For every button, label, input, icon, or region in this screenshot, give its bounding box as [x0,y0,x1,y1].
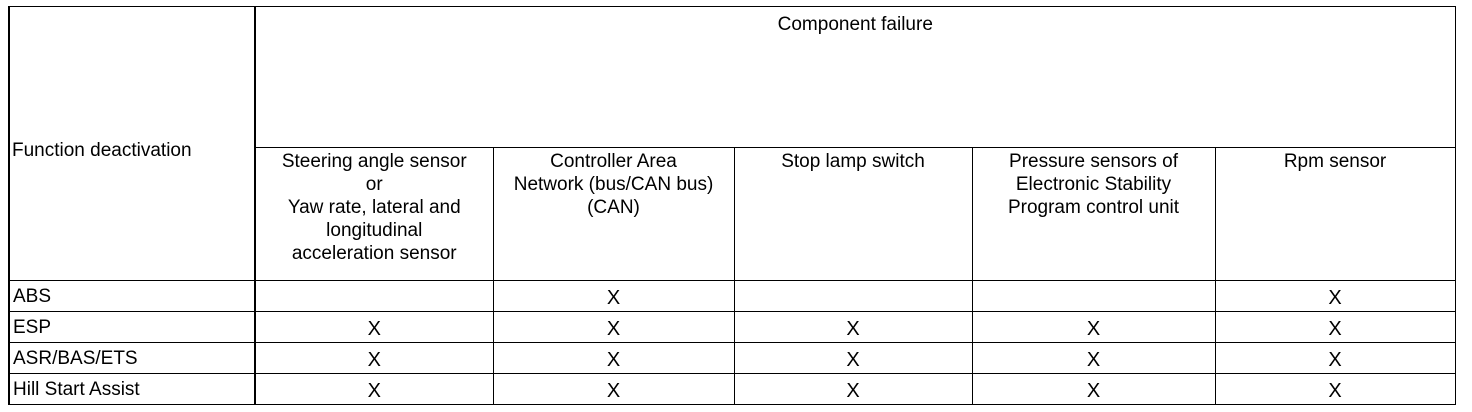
cell-mark: X [1086,379,1101,402]
table-cell [254,280,494,312]
column-header-line: Electronic Stability [1015,174,1172,195]
column-header-line: Controller Area [550,151,677,172]
table-cell: X [1214,373,1456,405]
cell-mark: X [606,317,621,340]
cell-mark: X [367,348,381,371]
cell-mark: X [1086,317,1101,340]
table-cell [971,280,1216,312]
table-row-asr-bas-ets: ASR/BAS/ETS X X X X X [8,342,1456,374]
column-header-line: acceleration sensor [291,243,457,264]
table-cell: X [733,342,973,374]
column-header-steering-angle-sensor: Steering angle sensor or Yaw rate, later… [254,147,494,281]
table-cell: X [971,373,1216,405]
cell-mark: X [846,317,860,340]
column-header-line: Network (bus/CAN bus) [513,174,714,195]
header-row-group: Function deactivation Component failure [8,6,1456,281]
column-header-pressure-sensors: Pressure sensors of Electronic Stability… [971,147,1216,281]
column-header-line: longitudinal [326,220,423,241]
table-cell: X [492,342,735,374]
column-header-can-bus: Controller Area Network (bus/CAN bus) (C… [492,147,735,281]
column-header-stop-lamp-switch: Stop lamp switch [733,147,973,281]
table-cell: X [1214,280,1456,312]
table-cell: X [971,311,1216,343]
table-row-hill-start-assist: Hill Start Assist X X X X X [8,373,1456,405]
cell-mark: X [1328,379,1342,402]
table-cell: X [254,342,494,374]
group-header-component-failure: Component failure [253,6,1456,148]
cell-mark: X [606,348,621,371]
cell-mark: X [1328,286,1342,309]
corner-label: Function deactivation [8,6,256,281]
column-header-line: Pressure sensors of [1009,151,1178,172]
function-deactivation-table-wrapper: Function deactivation Component failure … [8,6,1456,405]
cell-mark: X [1086,348,1101,371]
table-cell: X [492,373,735,405]
table-cell: X [733,311,973,343]
cell-mark: X [367,317,381,340]
column-header-line: Rpm sensor [1283,151,1387,172]
table-cell: X [492,311,735,343]
table-cell: X [971,342,1216,374]
cell-mark: X [606,286,621,309]
row-label: ESP [8,311,256,343]
table-cell: X [254,311,494,343]
cell-mark: X [1328,317,1342,340]
column-header-rpm-sensor: Rpm sensor [1214,147,1456,281]
column-header-line: Stop lamp switch [781,151,925,172]
column-header-line: (CAN) [587,197,640,218]
row-label: ASR/BAS/ETS [8,342,256,374]
cell-mark: X [606,379,621,402]
column-header-line: Program control unit [1007,197,1180,218]
table-cell: X [1214,342,1456,374]
table-row-abs: ABS X X [8,280,1456,312]
cell-mark: X [846,348,860,371]
table-cell: X [492,280,735,312]
cell-mark: X [1328,348,1342,371]
function-deactivation-table: Function deactivation Component failure … [8,6,1456,405]
table-cell: X [254,373,494,405]
cell-mark: X [846,379,860,402]
row-label: ABS [8,280,256,312]
table-cell: X [733,373,973,405]
cell-mark: X [367,379,381,402]
column-header-line: Yaw rate, lateral and [287,197,461,218]
column-header-line: or [365,174,383,195]
table-cell [733,280,973,312]
table-cell: X [1214,311,1456,343]
column-header-line: Steering angle sensor [281,151,467,172]
table-row-esp: ESP X X X X X [8,311,1456,343]
row-label: Hill Start Assist [8,373,256,405]
